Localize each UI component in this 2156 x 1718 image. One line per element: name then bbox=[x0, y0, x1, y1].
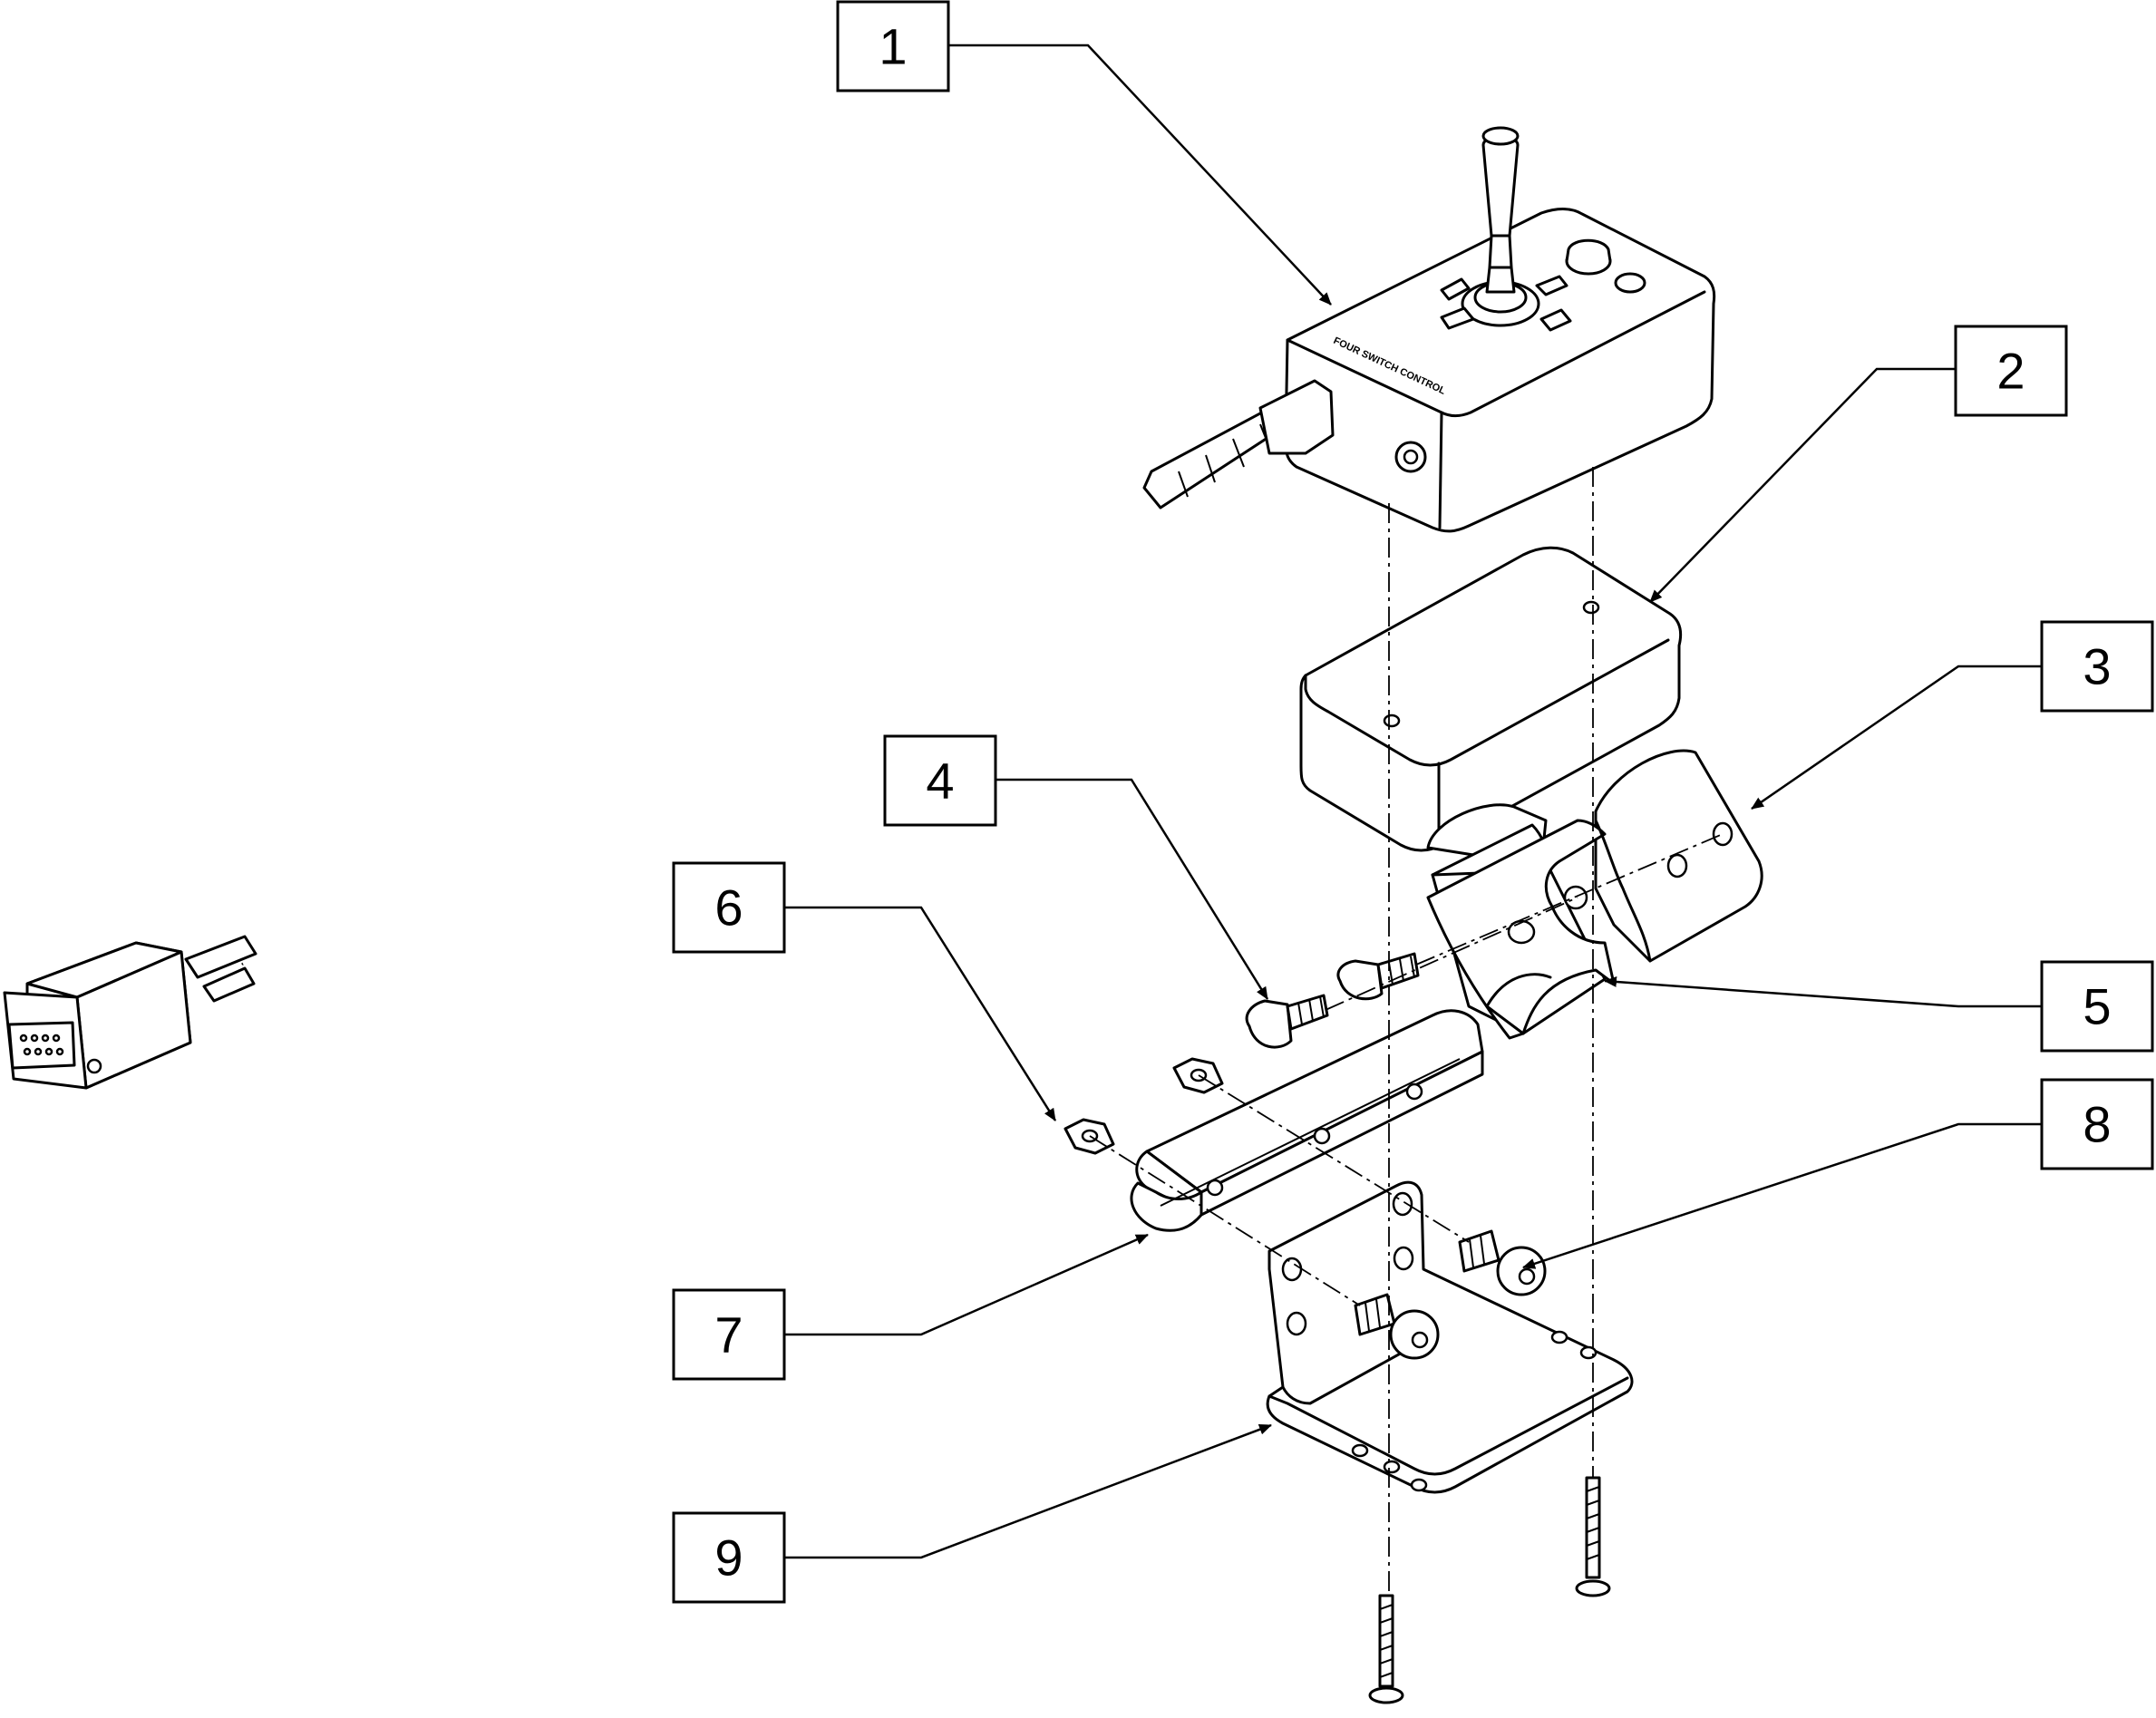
control-box: FOUR SWITCH CONTROL bbox=[1142, 126, 1716, 533]
callout-8: 8 bbox=[2040, 1078, 2154, 1170]
callout-3: 3 bbox=[2040, 620, 2154, 713]
callout-label: 6 bbox=[714, 879, 743, 937]
long-screws bbox=[1368, 1476, 1611, 1704]
callout-label: 9 bbox=[714, 1529, 743, 1587]
callout-5: 5 bbox=[2040, 960, 2154, 1053]
leader-lines bbox=[784, 44, 2042, 1559]
callout-4: 4 bbox=[883, 734, 997, 827]
l-bracket bbox=[1266, 1180, 1634, 1494]
callout-label: 7 bbox=[714, 1306, 743, 1364]
clamp-assembly bbox=[1426, 749, 1763, 1040]
callout-label: 3 bbox=[2083, 638, 2111, 695]
callout-1: 1 bbox=[836, 0, 950, 92]
callout-label: 1 bbox=[879, 18, 907, 75]
mounting-pad bbox=[1299, 546, 1683, 852]
callout-label: 2 bbox=[1996, 343, 2025, 400]
callout-7: 7 bbox=[672, 1288, 786, 1381]
db9-connector bbox=[3, 935, 257, 1090]
clamp-tube bbox=[1130, 1009, 1484, 1232]
callout-label: 5 bbox=[2083, 978, 2111, 1035]
callout-label: 8 bbox=[2083, 1096, 2111, 1153]
callout-2: 2 bbox=[1954, 325, 2068, 417]
bolts-8 bbox=[1354, 1229, 1547, 1360]
nuts-6 bbox=[1063, 1057, 1224, 1155]
centerlines bbox=[1089, 467, 1724, 1596]
callout-9: 9 bbox=[672, 1511, 786, 1604]
callout-label: 4 bbox=[926, 752, 954, 810]
callout-6: 6 bbox=[672, 861, 786, 954]
cable bbox=[238, 488, 1163, 972]
screws-4 bbox=[1245, 952, 1420, 1049]
